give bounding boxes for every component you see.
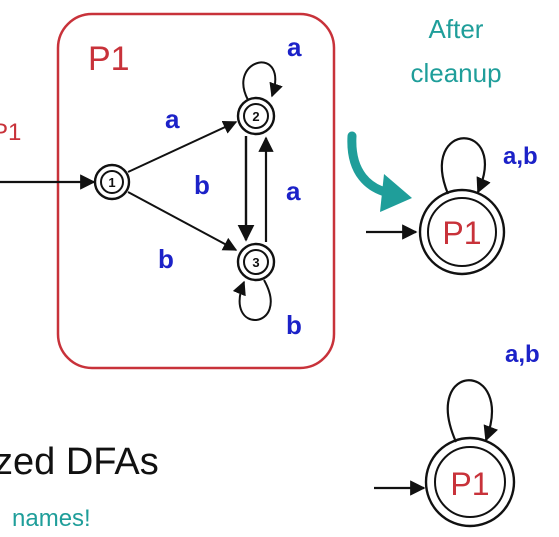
loop-state-3 [232, 279, 272, 321]
svg-text:2: 2 [252, 109, 259, 124]
loop-label-3: b [286, 310, 302, 340]
result-top-state: P1 [418, 188, 506, 276]
cleanup-title-line1: After [429, 14, 484, 44]
stray-p1-label: P1 [0, 119, 21, 146]
result-bottom-loop-label: a,b [505, 341, 540, 368]
loop-state-2 [242, 61, 283, 101]
footer-title: zed DFAs [0, 441, 159, 483]
footer-note: names! [12, 505, 91, 532]
group-p1-label: P1 [88, 40, 130, 78]
cleanup-arrowhead [380, 174, 412, 212]
edge-label-3-2: a [286, 176, 301, 206]
state-2: 2 [236, 96, 276, 136]
loop-label-2: a [287, 32, 302, 62]
edge-label-1-3: b [158, 244, 174, 274]
result-top-loop-label: a,b [503, 143, 538, 170]
result-bottom-state: P1 [424, 436, 516, 528]
edge-label-1-2: a [165, 104, 180, 134]
state-1: 1 [93, 163, 131, 201]
svg-text:1: 1 [108, 175, 115, 190]
svg-text:P1: P1 [450, 466, 489, 502]
result-bottom-loop [446, 379, 499, 443]
state-3: 3 [236, 242, 276, 282]
group-p1-box [56, 12, 336, 370]
cleanup-title-line2: cleanup [410, 58, 501, 88]
edge-label-mid-b: b [194, 170, 210, 200]
result-top-loop [440, 137, 491, 195]
edge-1-to-3 [127, 191, 238, 251]
svg-text:P1: P1 [442, 215, 481, 251]
svg-text:3: 3 [252, 255, 259, 270]
edge-1-to-2 [127, 120, 238, 173]
